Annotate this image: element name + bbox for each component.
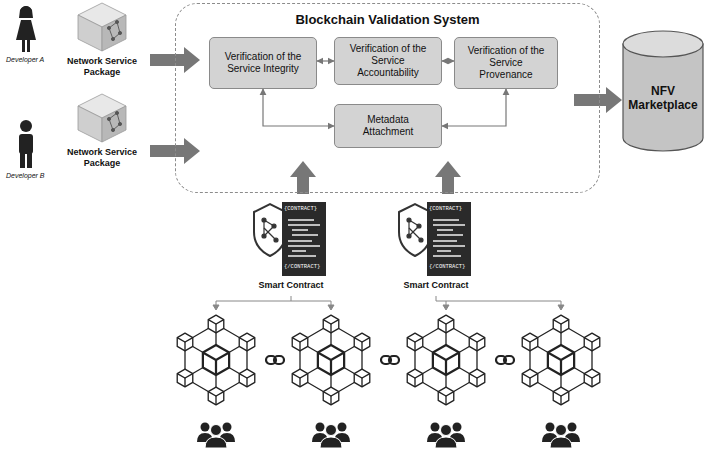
node-text: Network Service Package xyxy=(60,147,144,169)
node-text: Blockchain Validation System xyxy=(176,12,599,27)
developer-female xyxy=(16,6,36,52)
contract-icon xyxy=(399,202,471,276)
package-cube xyxy=(78,94,126,142)
people-group xyxy=(427,423,465,449)
process-box: Verification of the Service Accountabili… xyxy=(334,37,442,85)
blockchain-cluster xyxy=(522,315,600,405)
developer-label: Developer B xyxy=(6,172,45,179)
node-text: Smart Contract xyxy=(393,280,479,291)
link-arrow xyxy=(317,60,334,61)
code-tag: {CONTRACT} xyxy=(429,205,462,212)
code-tag: {CONTRACT} xyxy=(284,205,317,212)
node-text: Verification of the Service Integrity xyxy=(220,51,306,75)
blockchain-cluster xyxy=(177,315,255,405)
node-text: Metadata Attachment xyxy=(345,114,431,138)
link-arrow xyxy=(442,60,454,61)
package-cube xyxy=(78,3,126,51)
link-arrow xyxy=(442,89,506,126)
database-cylinder: NFV Marketplace xyxy=(622,30,704,152)
flow-arrow xyxy=(435,161,461,194)
link-arrow xyxy=(263,89,334,126)
node-text: Smart Contract xyxy=(248,280,334,291)
developer-label: Developer A xyxy=(6,56,44,63)
chain-link xyxy=(381,356,399,364)
package-node: Network Service Package xyxy=(60,2,144,82)
flow-arrow xyxy=(574,87,622,113)
contract-icon xyxy=(254,202,326,276)
blockchain-cluster xyxy=(292,315,370,405)
people-group xyxy=(197,423,235,449)
people-group xyxy=(542,423,580,449)
node-text: Verification of the Service Provenance xyxy=(463,45,549,81)
contract-links xyxy=(213,296,564,310)
flow-arrow xyxy=(290,161,316,194)
process-box: Metadata Attachment xyxy=(334,104,442,148)
process-box: Verification of the Service Integrity xyxy=(209,37,317,89)
package-node: Network Service Package xyxy=(60,93,144,183)
process-box: Verification of the Service Provenance xyxy=(454,37,558,89)
system-container: Blockchain Validation SystemVerification… xyxy=(175,3,600,193)
blockchain-cluster xyxy=(407,315,485,405)
node-text: NFV Marketplace xyxy=(628,84,698,113)
node-text: Network Service Package xyxy=(60,56,144,78)
node-text: Verification of the Service Accountabili… xyxy=(345,43,431,79)
developer-male xyxy=(19,120,33,168)
chain-link xyxy=(496,356,514,364)
chain-link xyxy=(266,356,284,364)
people-group xyxy=(312,423,350,449)
code-tag: {/CONTRACT} xyxy=(429,263,465,270)
code-tag: {/CONTRACT} xyxy=(284,263,320,270)
